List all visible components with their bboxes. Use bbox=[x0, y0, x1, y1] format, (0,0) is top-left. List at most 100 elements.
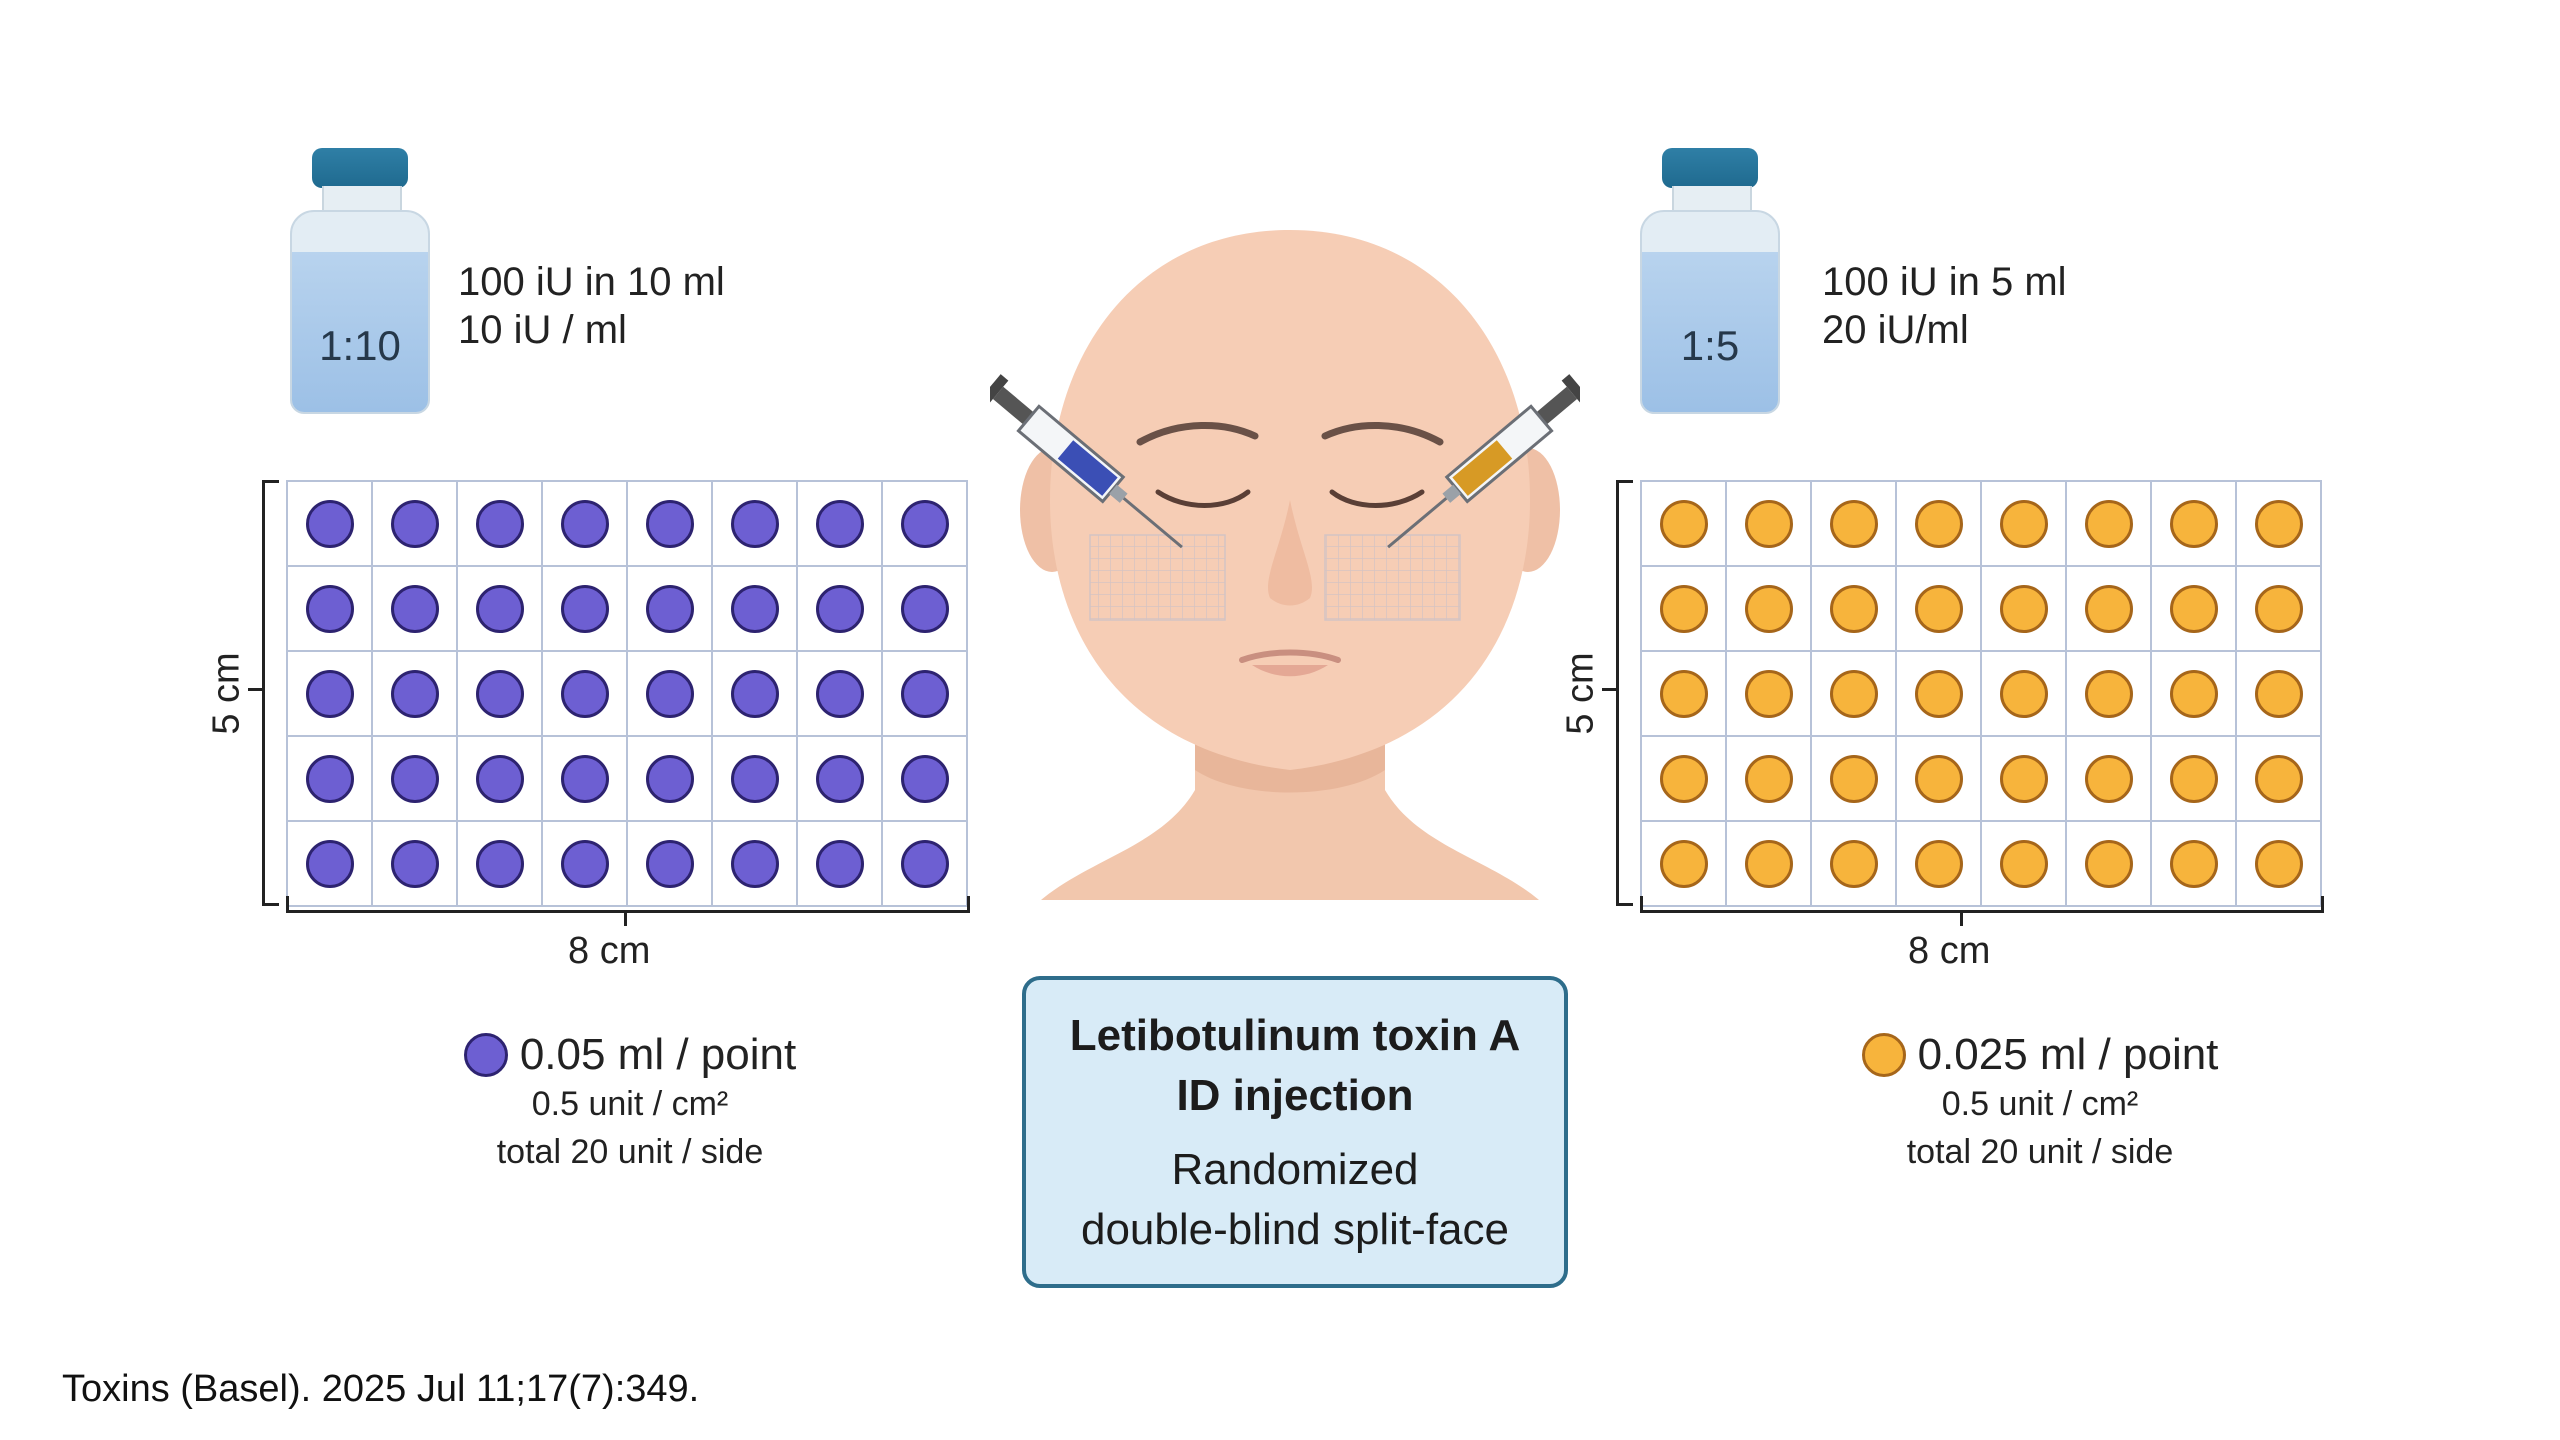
grid-cell bbox=[883, 737, 968, 822]
injection-point bbox=[1914, 839, 1963, 888]
grid-cell bbox=[1727, 822, 1812, 907]
injection-point bbox=[1744, 584, 1793, 633]
injection-point bbox=[305, 754, 354, 803]
injection-point bbox=[2254, 754, 2303, 803]
injection-point bbox=[645, 669, 694, 718]
injection-point bbox=[1914, 754, 1963, 803]
grid-cell bbox=[543, 482, 628, 567]
grid-cell bbox=[458, 652, 543, 737]
citation: Toxins (Basel). 2025 Jul 11;17(7):349. bbox=[62, 1368, 700, 1410]
injection-point bbox=[560, 839, 609, 888]
injection-point bbox=[1999, 584, 2048, 633]
right-vial-ratio: 1:5 bbox=[1680, 322, 1740, 369]
injection-point bbox=[900, 499, 949, 548]
right-dose-sub2: total 20 unit / side bbox=[1906, 1133, 2174, 1171]
injection-point bbox=[2084, 669, 2133, 718]
grid-cell bbox=[2152, 482, 2237, 567]
injection-point bbox=[815, 754, 864, 803]
left-dose-sub1: 0.5 unit / cm² bbox=[531, 1085, 729, 1123]
injection-point bbox=[2084, 499, 2133, 548]
left-dose-main: 0.05 ml / point bbox=[519, 1030, 797, 1079]
injection-point bbox=[1744, 499, 1793, 548]
injection-point bbox=[645, 839, 694, 888]
injection-point bbox=[2169, 754, 2218, 803]
injection-point bbox=[1744, 754, 1793, 803]
purple-dot-icon bbox=[463, 1033, 508, 1077]
grid-cell bbox=[2067, 652, 2152, 737]
grid-cell bbox=[2152, 737, 2237, 822]
injection-point bbox=[645, 584, 694, 633]
injection-point bbox=[730, 839, 779, 888]
left-conc-line1: 100 iU in 10 ml bbox=[458, 260, 725, 304]
injection-point bbox=[1829, 584, 1878, 633]
grid-cell bbox=[713, 822, 798, 907]
left-concentration: 100 iU in 10 ml 10 iU / ml bbox=[458, 258, 725, 354]
grid-cell bbox=[628, 482, 713, 567]
grid-cell bbox=[373, 482, 458, 567]
grid-cell bbox=[1727, 567, 1812, 652]
left-height-bracket bbox=[262, 480, 279, 906]
injection-point bbox=[475, 499, 524, 548]
grid-cell bbox=[713, 567, 798, 652]
injection-point bbox=[1999, 499, 2048, 548]
grid-cell bbox=[373, 822, 458, 907]
grid-cell bbox=[1642, 737, 1727, 822]
grid-cell bbox=[1812, 822, 1897, 907]
left-injection-grid bbox=[286, 480, 968, 907]
grid-cell bbox=[1727, 652, 1812, 737]
grid-cell bbox=[628, 737, 713, 822]
grid-cell bbox=[373, 652, 458, 737]
grid-cell bbox=[543, 652, 628, 737]
injection-point bbox=[815, 669, 864, 718]
grid-cell bbox=[1982, 822, 2067, 907]
grid-cell bbox=[1642, 482, 1727, 567]
injection-point bbox=[305, 669, 354, 718]
injection-point bbox=[2254, 839, 2303, 888]
injection-point bbox=[2169, 669, 2218, 718]
grid-cell bbox=[798, 652, 883, 737]
injection-point bbox=[390, 499, 439, 548]
left-width-bracket bbox=[286, 896, 970, 913]
injection-point bbox=[560, 754, 609, 803]
injection-point bbox=[815, 499, 864, 548]
grid-cell bbox=[713, 482, 798, 567]
right-vial: 1:5 bbox=[1640, 148, 1780, 418]
grid-cell bbox=[883, 482, 968, 567]
right-syringe-fill bbox=[1452, 440, 1513, 496]
grid-cell bbox=[798, 822, 883, 907]
grid-cell bbox=[1897, 652, 1982, 737]
injection-point bbox=[815, 584, 864, 633]
injection-point bbox=[560, 584, 609, 633]
right-dose-legend: 0.025 ml / point 0.5 unit / cm² total 20… bbox=[1780, 1030, 2300, 1176]
injection-point bbox=[305, 839, 354, 888]
grid-cell bbox=[373, 567, 458, 652]
grid-cell bbox=[2237, 482, 2322, 567]
grid-cell bbox=[1897, 567, 1982, 652]
vial-cap bbox=[312, 148, 408, 188]
injection-point bbox=[730, 499, 779, 548]
right-width-bracket bbox=[1640, 896, 2324, 913]
grid-cell bbox=[2067, 737, 2152, 822]
grid-cell bbox=[1982, 737, 2067, 822]
injection-point bbox=[475, 839, 524, 888]
grid-cell bbox=[1982, 482, 2067, 567]
injection-point bbox=[2084, 839, 2133, 888]
grid-cell bbox=[2152, 567, 2237, 652]
grid-cell bbox=[2237, 652, 2322, 737]
injection-point bbox=[900, 669, 949, 718]
left-vial: 1:10 bbox=[290, 148, 430, 418]
grid-cell bbox=[1812, 567, 1897, 652]
grid-cell bbox=[1897, 482, 1982, 567]
grid-cell bbox=[798, 737, 883, 822]
info-title-line1: Letibotulinum toxin A bbox=[1069, 1011, 1521, 1060]
right-dose-main: 0.025 ml / point bbox=[1917, 1030, 2219, 1079]
injection-point bbox=[1659, 839, 1708, 888]
grid-cell bbox=[1812, 482, 1897, 567]
face-illustration bbox=[990, 230, 1590, 910]
injection-point bbox=[1744, 839, 1793, 888]
grid-cell bbox=[543, 567, 628, 652]
injection-point bbox=[390, 839, 439, 888]
left-dose-sub2: total 20 unit / side bbox=[496, 1133, 764, 1171]
right-width-label: 8 cm bbox=[1908, 930, 1991, 972]
injection-point bbox=[2084, 754, 2133, 803]
